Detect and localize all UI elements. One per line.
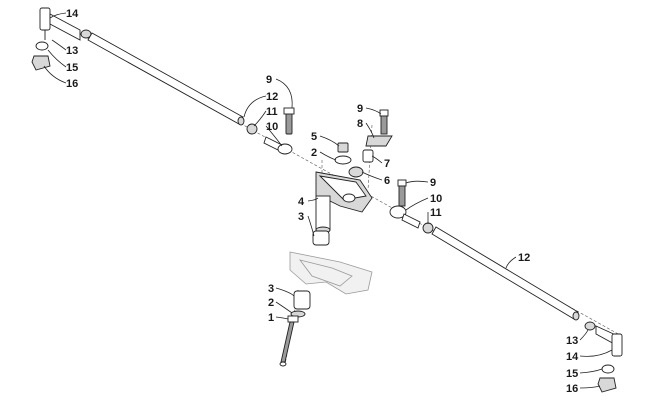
right-washer bbox=[584, 321, 596, 331]
callout-8: 8 bbox=[357, 118, 363, 130]
upper-bolt-and-plate bbox=[365, 109, 393, 147]
right-tie-rod bbox=[431, 226, 580, 321]
callout-16-right: 16 bbox=[566, 383, 578, 395]
left-lock-nut bbox=[31, 55, 51, 71]
callout-13-left: 13 bbox=[66, 45, 78, 57]
callout-5: 5 bbox=[311, 131, 317, 143]
callout-labels: 14 13 15 16 9 12 11 10 9 8 5 2 7 6 4 3 9… bbox=[66, 8, 579, 395]
callout-10-right: 10 bbox=[430, 193, 442, 205]
left-jam-washer bbox=[246, 123, 258, 135]
leader-lines bbox=[43, 12, 613, 389]
callout-3-upper: 3 bbox=[298, 211, 304, 223]
steering-bolt bbox=[279, 315, 299, 367]
callout-9-left: 9 bbox=[266, 74, 272, 86]
pivot-bearing bbox=[348, 166, 364, 178]
callout-2-lower: 2 bbox=[268, 297, 274, 309]
callout-9-top: 9 bbox=[357, 103, 363, 115]
callout-10-left: 10 bbox=[266, 121, 278, 133]
upper-bushing bbox=[312, 230, 330, 246]
left-spacer bbox=[35, 41, 49, 51]
left-tie-rod bbox=[87, 32, 245, 126]
right-spacer bbox=[601, 364, 615, 374]
right-lock-nut bbox=[597, 377, 617, 393]
frame-mount bbox=[289, 251, 373, 295]
callout-7: 7 bbox=[384, 158, 390, 170]
callout-4: 4 bbox=[298, 196, 305, 208]
upper-washer bbox=[334, 155, 352, 165]
right-inner-rod-end bbox=[389, 179, 421, 229]
left-tie-rod-end bbox=[39, 7, 81, 41]
callout-2-top: 2 bbox=[311, 147, 317, 159]
steering-arm bbox=[315, 171, 373, 234]
callout-9-right: 9 bbox=[430, 177, 436, 189]
callout-3-lower: 3 bbox=[268, 283, 274, 295]
pivot-bushing bbox=[362, 149, 374, 163]
right-tie-rod-end bbox=[595, 325, 623, 357]
upper-nut bbox=[337, 142, 349, 153]
callout-16-left: 16 bbox=[66, 78, 78, 90]
callout-14-left: 14 bbox=[66, 8, 79, 20]
callout-15-right: 15 bbox=[566, 368, 578, 380]
callout-15-left: 15 bbox=[66, 62, 78, 74]
right-jam-washer bbox=[422, 222, 434, 234]
callout-11-left: 11 bbox=[266, 106, 278, 118]
lower-bushing bbox=[293, 290, 311, 310]
callout-13-right: 13 bbox=[566, 335, 578, 347]
callout-14-right: 14 bbox=[566, 351, 579, 363]
callout-12-right: 12 bbox=[518, 252, 530, 264]
left-inner-rod-end bbox=[263, 107, 295, 155]
callout-12-left: 12 bbox=[266, 91, 278, 103]
callout-11-right: 11 bbox=[430, 207, 442, 219]
callout-6: 6 bbox=[384, 175, 390, 187]
callout-1: 1 bbox=[268, 312, 274, 324]
